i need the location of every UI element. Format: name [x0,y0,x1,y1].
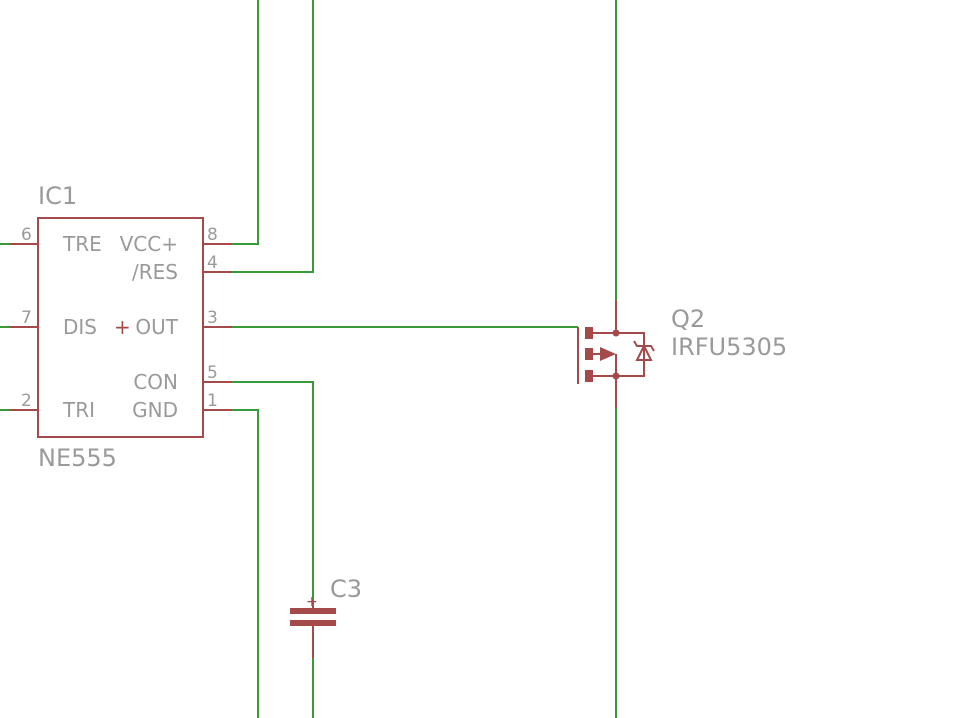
c3-ref: C3 [330,575,362,603]
q2-body-diode-bar [633,340,655,352]
c3-capacitor[interactable]: + C3 [290,575,362,658]
c3-bottom-plate [290,620,336,626]
ic1-pin7-number: 7 [21,308,32,328]
ic1-pin7-name: DIS [63,315,97,339]
ic1-output-plus-marker: + [114,315,131,339]
ic1-value: NE555 [38,444,117,472]
q2-mosfet[interactable]: Q2 IRFU5305 [577,300,787,408]
ic1-ref: IC1 [38,182,77,210]
c3-plus-marker: + [306,594,318,610]
q2-value: IRFU5305 [671,333,787,361]
ic1-pin6-name: TRE [62,232,102,256]
ic1-pin1-name: GND [132,398,178,422]
ic1-pin3-number: 3 [207,308,218,328]
wires [0,0,617,718]
ic1-pin2-number: 2 [21,391,32,411]
wire-ground[interactable] [232,409,259,718]
c3-top-plate [290,608,336,614]
q2-channel-top [585,327,593,339]
ic1-pin8-name: VCC+ [120,232,178,256]
ic1-pin1-number: 1 [207,391,218,411]
wire-control-cap[interactable] [232,381,314,608]
wire-reset[interactable] [232,0,314,273]
q2-channel-bottom [585,370,593,382]
q2-channel-mid [585,348,593,360]
q2-body-arrow [600,347,616,361]
q2-diode-wire [616,332,645,377]
ic1-pin2-name: TRI [62,398,95,422]
ic1-pin3-name: OUT [135,315,178,339]
q2-ref: Q2 [671,305,705,333]
wire-vcc[interactable] [232,0,259,245]
ic1-pin5-name: CON [133,370,178,394]
ic1-pin5-number: 5 [207,363,218,383]
ic1-pin4-number: 4 [207,253,218,273]
q2-body-diode-triangle [635,343,653,361]
ic1-ne555[interactable]: IC1 NE555 6 7 2 8 4 3 5 1 TRE DIS TRI VC… [10,182,232,472]
ic1-pin6-number: 6 [21,225,32,245]
ic1-pin4-name: /RES [132,260,178,284]
ic1-pin8-number: 8 [207,225,218,245]
